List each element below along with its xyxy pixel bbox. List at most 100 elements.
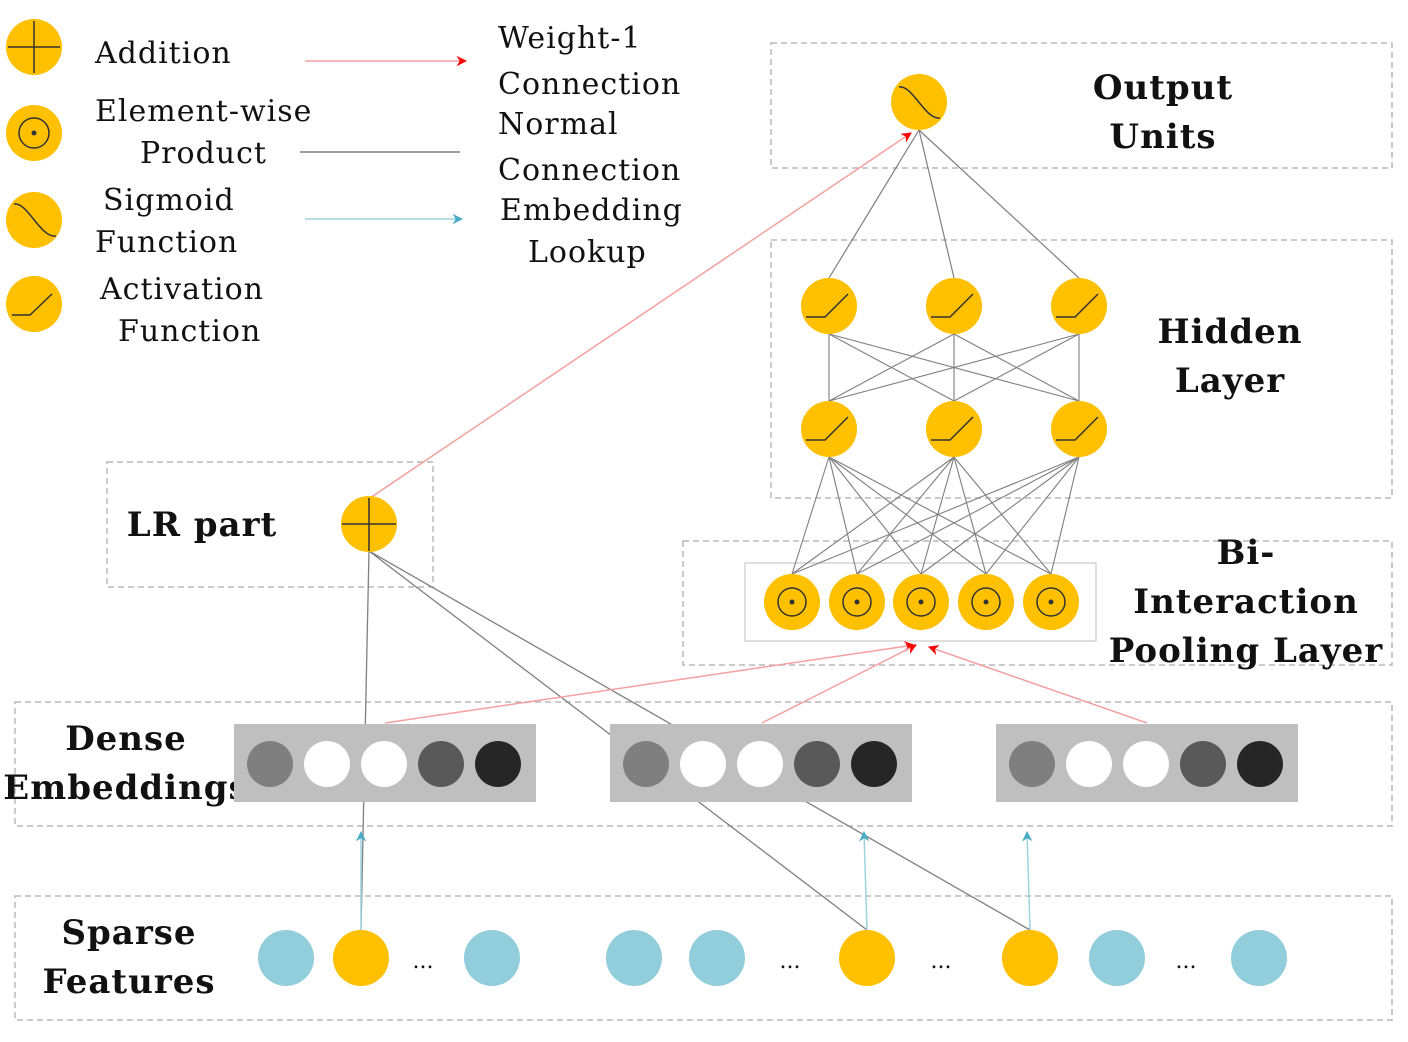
dense-embeddings-label-line1: Dense bbox=[65, 719, 187, 759]
bi-interaction-nodes bbox=[764, 574, 1079, 630]
element-wise-product-node bbox=[893, 574, 949, 630]
output-sigmoid-node bbox=[891, 74, 947, 130]
hidden-to-output-edge bbox=[828, 129, 920, 279]
output-units-label-line1: Output bbox=[1093, 68, 1233, 108]
addition-icon bbox=[6, 19, 62, 75]
sparse-feature bbox=[606, 930, 662, 986]
bi-to-hidden-edge bbox=[828, 456, 1052, 575]
activation-node bbox=[1051, 401, 1107, 457]
embedding-2-to-bi-edge bbox=[761, 644, 917, 724]
bi-to-hidden-edge bbox=[985, 456, 1080, 575]
bi-to-hidden-edge bbox=[920, 456, 1080, 575]
ellipsis-text: ... bbox=[1176, 949, 1197, 974]
embedding-unit bbox=[1066, 741, 1112, 787]
sigmoid-icon bbox=[6, 192, 62, 248]
element-wise-product-node bbox=[764, 574, 820, 630]
sparse-feature bbox=[1231, 930, 1287, 986]
hidden-layer-nodes bbox=[801, 278, 1107, 457]
embedding-unit bbox=[304, 741, 350, 787]
bi-to-hidden-edge bbox=[953, 456, 1052, 575]
embedding-lookup-arrow-2 bbox=[859, 830, 870, 931]
bi-interaction-label-line1: Bi- bbox=[1217, 533, 1276, 573]
legend-addition-label: Addition bbox=[94, 36, 232, 71]
legend-activation-label-line2: Function bbox=[118, 314, 261, 349]
legend-weight1-label-line2: Connection bbox=[498, 67, 681, 102]
embedding-unit bbox=[247, 741, 293, 787]
sparse-feature bbox=[464, 930, 520, 986]
bi-to-hidden-edge bbox=[791, 456, 830, 575]
embedding-unit bbox=[1009, 741, 1055, 787]
element-wise-product-node bbox=[829, 574, 885, 630]
legend-sigmoid-label-line2: Function bbox=[95, 225, 238, 260]
bi-to-hidden-edge bbox=[828, 456, 858, 575]
dense-embeddings-box bbox=[14, 701, 1393, 827]
embedding-3-to-bi-edge bbox=[928, 645, 1148, 724]
embedding-unit bbox=[794, 741, 840, 787]
sparse-feature bbox=[689, 930, 745, 986]
activation-node bbox=[1051, 278, 1107, 334]
legend-embedding-label-line2: Lookup bbox=[528, 235, 647, 270]
embedding-1-to-bi-edge bbox=[384, 641, 916, 724]
legend-sigmoid-label-line1: Sigmoid bbox=[103, 183, 235, 218]
bi-to-hidden-edge bbox=[920, 456, 955, 575]
ellipsis-text: ... bbox=[780, 949, 801, 974]
bi-interaction-label-line3: Pooling Layer bbox=[1109, 631, 1383, 671]
legend: Addition Element-wise Product Sigmoid Fu… bbox=[6, 19, 683, 349]
hidden-layer-edges bbox=[828, 333, 1080, 402]
activation-node bbox=[801, 401, 857, 457]
output-units-box bbox=[770, 42, 1393, 169]
embedding-unit bbox=[1180, 741, 1226, 787]
activation-icon bbox=[6, 276, 62, 332]
bi-to-hidden-edge bbox=[791, 456, 1080, 575]
sparse-feature bbox=[1089, 930, 1145, 986]
active-sparse-feature bbox=[333, 930, 389, 986]
active-sparse-feature bbox=[1002, 930, 1058, 986]
legend-normal-label-line2: Connection bbox=[498, 153, 681, 188]
hidden-to-output-edge bbox=[918, 129, 955, 279]
bi-to-hidden-edge bbox=[953, 456, 987, 575]
sparse-features-box bbox=[14, 895, 1393, 1021]
bi-to-hidden-edge bbox=[1050, 456, 1080, 575]
dense-embedding-vector bbox=[996, 724, 1298, 802]
bi-to-hidden-edge bbox=[828, 456, 922, 575]
embedding-unit bbox=[623, 741, 669, 787]
edges bbox=[355, 129, 1148, 931]
element-wise-product-node bbox=[1023, 574, 1079, 630]
bi-interaction-inner-box bbox=[744, 562, 1097, 642]
hidden-layer-label-line2: Layer bbox=[1175, 361, 1285, 401]
bi-to-hidden-edge bbox=[856, 456, 1080, 575]
hidden-to-output-edges bbox=[828, 129, 1080, 279]
dense-embedding-vector bbox=[610, 724, 912, 802]
bi-to-hidden-edge bbox=[791, 456, 955, 575]
dense-embeddings-label-line2: Embeddings bbox=[3, 768, 248, 808]
output-units-label-line2: Units bbox=[1109, 117, 1216, 157]
sparse-feature bbox=[258, 930, 314, 986]
bi-interaction-box bbox=[682, 540, 1393, 666]
embedding-unit bbox=[737, 741, 783, 787]
legend-activation-label-line1: Activation bbox=[99, 272, 264, 307]
dense-embedding-vectors bbox=[234, 724, 1298, 802]
embedding-unit bbox=[851, 741, 897, 787]
bi-interaction-to-hidden-edges bbox=[791, 456, 1080, 575]
bi-to-hidden-edge bbox=[856, 456, 955, 575]
activation-node bbox=[801, 278, 857, 334]
embedding-unit bbox=[1237, 741, 1283, 787]
sparse-features-label-line1: Sparse bbox=[61, 913, 196, 953]
lr-part-label: LR part bbox=[127, 505, 277, 545]
legend-normal-label-line1: Normal bbox=[498, 107, 619, 142]
activation-node bbox=[926, 401, 982, 457]
legend-weight1-label-line1: Weight-1 bbox=[498, 21, 642, 56]
dense-embedding-vector bbox=[234, 724, 536, 802]
activation-node bbox=[926, 278, 982, 334]
legend-product-label-line2: Product bbox=[140, 136, 267, 171]
active-sparse-feature bbox=[839, 930, 895, 986]
element-wise-product-icon bbox=[6, 105, 62, 161]
hidden-layer-box bbox=[770, 239, 1393, 499]
legend-embedding-label-line1: Embedding bbox=[500, 193, 683, 228]
bi-interaction-label-line2: Interaction bbox=[1133, 582, 1359, 622]
hidden-layer-edge bbox=[828, 333, 1080, 402]
embedding-unit bbox=[418, 741, 464, 787]
lr-addition-node bbox=[341, 496, 397, 552]
hidden-layer-edge bbox=[828, 333, 955, 402]
bi-to-hidden-edge bbox=[828, 456, 987, 575]
